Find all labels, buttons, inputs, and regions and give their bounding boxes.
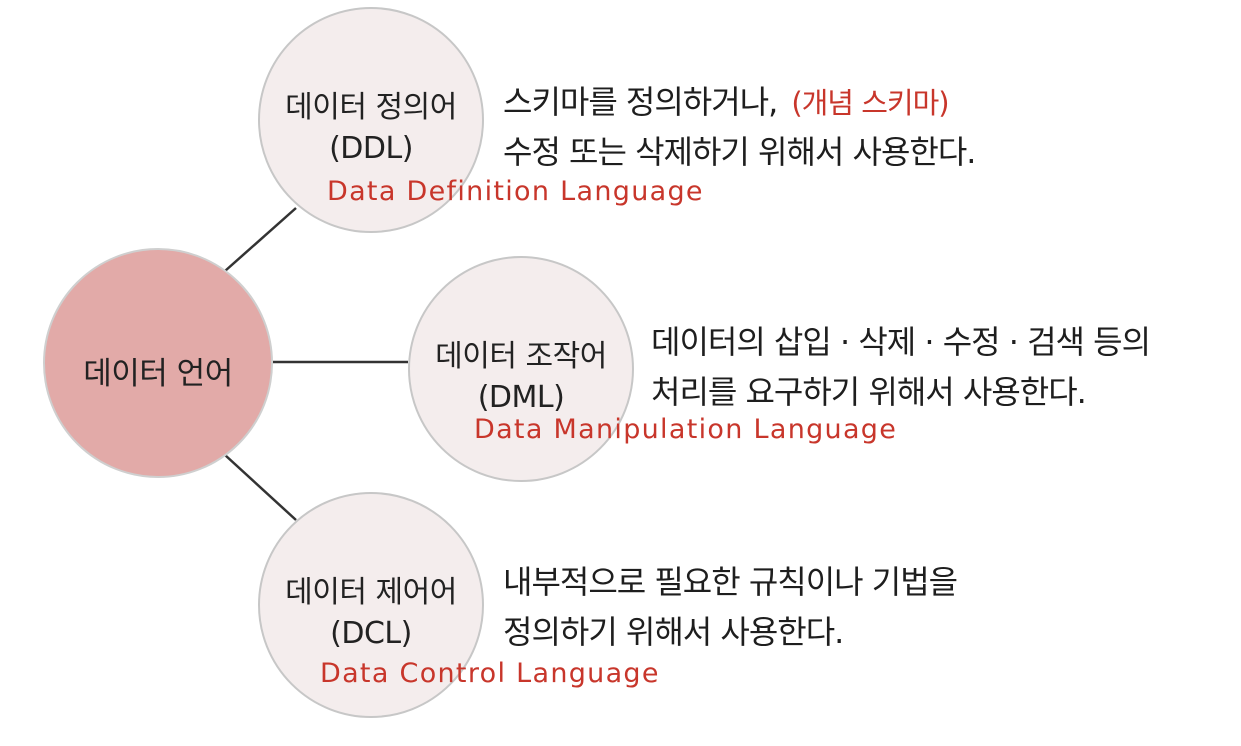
dcl-description-line2: 정의하기 위해서 사용한다.: [503, 613, 844, 651]
dml-node: 데이터 조작어 (DML): [408, 256, 634, 482]
ddl-node-abbr: (DDL): [329, 131, 413, 166]
ddl-node-name: 데이터 정의어: [285, 90, 457, 125]
dcl-description-line1: 내부적으로 필요한 규칙이나 기법을: [503, 563, 958, 601]
dml-description-line2: 처리를 요구하기 위해서 사용한다.: [651, 373, 1087, 411]
dcl-english-label: Data Control Language: [320, 658, 660, 689]
ddl-english-label: Data Definition Language: [327, 176, 704, 207]
ddl-description-line1: 스키마를 정의하거나, (개념 스키마): [503, 77, 975, 127]
dcl-description: 내부적으로 필요한 규칙이나 기법을 정의하기 위해서 사용한다.: [503, 557, 958, 657]
dml-node-name: 데이터 조작어: [435, 339, 607, 374]
ddl-description-line2: 수정 또는 삭제하기 위해서 사용한다.: [503, 133, 976, 171]
root-node-label: 데이터 언어: [83, 356, 233, 392]
dml-description-line1: 데이터의 삽입 · 삭제 · 수정 · 검색 등의: [651, 323, 1151, 361]
dml-description: 데이터의 삽입 · 삭제 · 수정 · 검색 등의 처리를 요구하기 위해서 사…: [651, 317, 1151, 417]
connector-dcl: [224, 454, 297, 521]
dcl-node-name: 데이터 제어어: [285, 575, 457, 610]
dml-node-abbr: (DML): [477, 380, 565, 415]
ddl-node: 데이터 정의어 (DDL): [258, 7, 484, 233]
ddl-description: 스키마를 정의하거나, (개념 스키마) 수정 또는 삭제하기 위해서 사용한다.: [503, 77, 976, 177]
ddl-note: (개념 스키마): [791, 86, 949, 120]
root-node: 데이터 언어: [43, 248, 273, 478]
dcl-node: 데이터 제어어 (DCL): [258, 492, 484, 718]
dml-english-label: Data Manipulation Language: [474, 414, 898, 445]
dcl-node-abbr: (DCL): [330, 616, 412, 651]
connector-ddl: [224, 207, 297, 272]
ddl-description-text1: 스키마를 정의하거나,: [503, 83, 778, 121]
